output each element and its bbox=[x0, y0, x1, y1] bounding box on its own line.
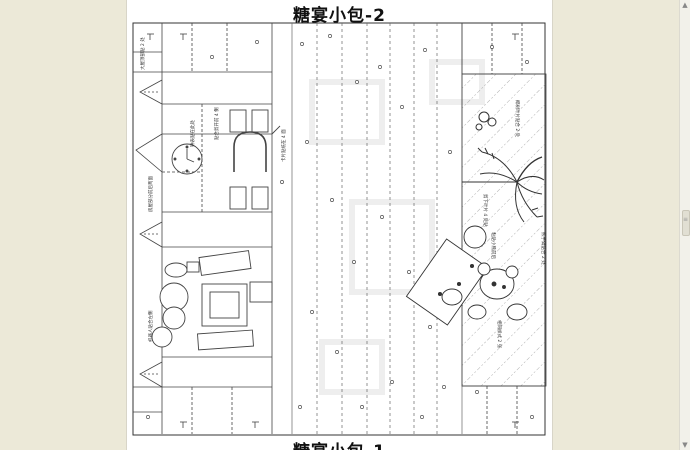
label-tree-2: 剪下叶片 4 处贴 bbox=[482, 194, 489, 227]
scroll-thumb[interactable] bbox=[682, 210, 690, 236]
label-tree-5: 相同样式 2 张 bbox=[496, 320, 503, 349]
label-window: 卡片贴纸在 4 面 bbox=[280, 129, 287, 162]
document-page: 糖宴小包-2 bbox=[127, 0, 552, 450]
label-tree-1: 椰树叶片贴合 2 处 bbox=[514, 100, 521, 138]
house-strip bbox=[133, 23, 273, 434]
label-house-4: 机器人贴合左侧 bbox=[147, 310, 154, 342]
cut-marks bbox=[147, 33, 519, 428]
page-title-top: 糖宴小包-2 bbox=[293, 6, 386, 26]
roof-peaks bbox=[135, 79, 163, 388]
label-clock: 钟表贴在此处 bbox=[189, 120, 196, 147]
label-house-3: 贴合剪开前 4 侧 bbox=[213, 107, 220, 140]
label-house-2: 房屋部分前后两面 bbox=[147, 176, 154, 212]
triangle-down-icon[interactable]: ▼ bbox=[682, 441, 688, 449]
label-tree-3: 粘贴小熊前后 bbox=[490, 232, 497, 259]
scroll-gripper-icon: ≡ bbox=[683, 216, 689, 223]
clock-icon bbox=[171, 143, 203, 175]
robot-figure bbox=[151, 250, 273, 351]
glue-markers bbox=[146, 34, 534, 419]
background-lattice bbox=[309, 59, 485, 395]
label-house-1: 大屋顶部贴 2 处 bbox=[139, 37, 146, 70]
triangle-up-icon[interactable]: ▲ bbox=[682, 1, 688, 9]
house-windows bbox=[229, 109, 281, 210]
page-title-bottom: 糖宴小包-1 bbox=[127, 437, 552, 450]
palm-tree-icon bbox=[462, 111, 545, 223]
pattern-labels: 大屋顶部贴 2 处 房屋部分前后两面 贴合剪开前 4 侧 机器人贴合左侧 钟表贴… bbox=[139, 37, 547, 349]
vertical-scrollbar[interactable]: ▲ ≡ ▼ bbox=[679, 0, 690, 450]
bear-figure bbox=[405, 225, 528, 326]
label-tree-4: 熊手臂贴合 2 处 bbox=[540, 232, 547, 265]
papercraft-pattern: 大屋顶部贴 2 处 房屋部分前后两面 贴合剪开前 4 侧 机器人贴合左侧 钟表贴… bbox=[132, 22, 547, 436]
